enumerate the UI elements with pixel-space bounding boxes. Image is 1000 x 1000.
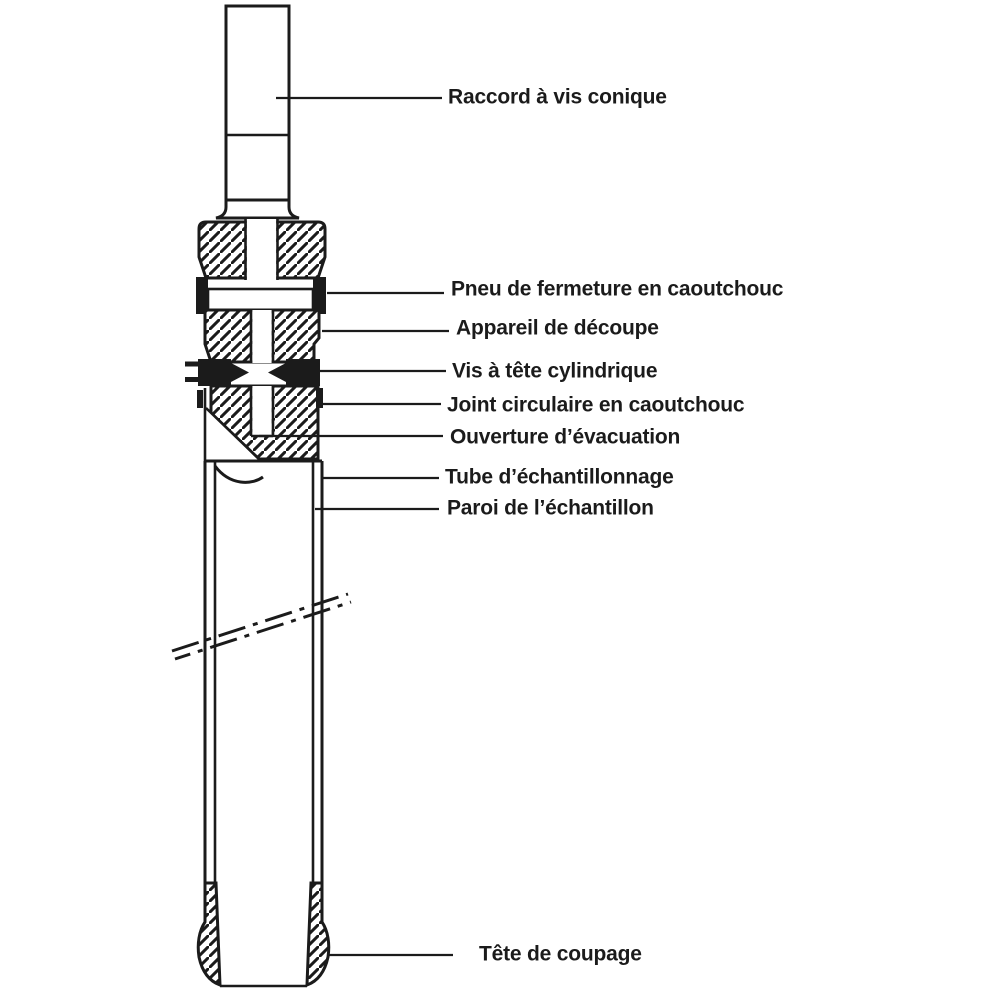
screw-left [185, 359, 249, 386]
break-line-lower [174, 600, 352, 661]
seal-left [197, 390, 203, 408]
part-upper-rod [215, 4, 300, 220]
seal-right [316, 388, 323, 408]
part-cutting-head [196, 881, 331, 988]
rod-flare [215, 198, 300, 220]
screw-left-tab [185, 377, 198, 382]
part-head-assembly [185, 218, 327, 463]
screw-left-head [198, 359, 249, 386]
funnel-edge [205, 407, 261, 461]
screw-right [268, 359, 320, 386]
sample-top-arc [213, 465, 264, 484]
closure-ring-band [206, 287, 315, 312]
label-tete: Tête de coupage [479, 942, 642, 966]
rod-channel-middle [252, 310, 272, 363]
label-paroi: Paroi de l’échantillon [447, 496, 654, 520]
rod-channel-upper [246, 219, 277, 280]
rod-channel-lower [252, 386, 272, 435]
label-vis: Vis à tête cylindrique [452, 359, 658, 383]
label-ouverture: Ouverture d’évacuation [450, 425, 681, 449]
cutting-shoe-right [305, 881, 331, 988]
cutting-shoe-left [196, 881, 222, 988]
part-sampling-tube [171, 461, 352, 921]
label-raccord: Raccord à vis conique [448, 85, 667, 109]
label-appareil: Appareil de découpe [456, 316, 659, 340]
closure-ring-cap-right [313, 277, 326, 314]
label-joint: Joint circulaire en caoutchouc [447, 393, 745, 417]
label-tube: Tube d’échantillonnage [445, 465, 674, 489]
leader-lines [259, 96, 453, 957]
screw-left-tab [185, 361, 198, 367]
closure-ring-cap-left [196, 277, 208, 314]
label-pneu: Pneu de fermeture en caoutchouc [451, 277, 784, 301]
break-line-upper [171, 592, 349, 653]
rod-body [224, 4, 291, 209]
screw-right-head [268, 359, 320, 386]
